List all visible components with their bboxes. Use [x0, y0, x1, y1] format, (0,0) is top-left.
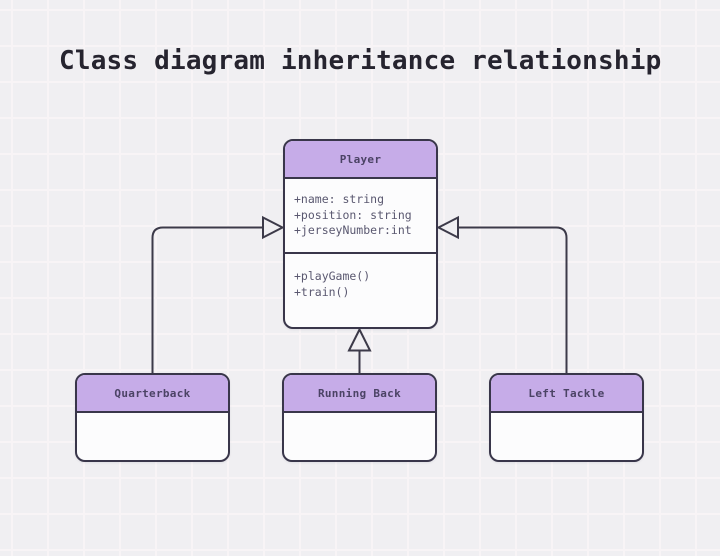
class-node-running-back-body: [284, 413, 435, 458]
class-node-left-tackle-header: Left Tackle: [491, 375, 642, 413]
class-node-player-attributes: +name: string +position: string +jerseyN…: [285, 179, 436, 254]
class-node-quarterback-header: Quarterback: [77, 375, 228, 413]
attribute-row: +position: string: [294, 207, 412, 222]
class-name-label: Running Back: [317, 386, 402, 400]
inheritance-line-left-tackle: [457, 226, 568, 374]
inheritance-arrowhead-running-back-icon: [347, 327, 372, 352]
inheritance-arrowhead-quarterback-icon: [262, 215, 285, 240]
class-node-player: Player +name: string +position: string +…: [283, 139, 438, 329]
attribute-row: +jerseyNumber:int: [294, 223, 412, 237]
inheritance-line-quarterback: [151, 226, 264, 374]
method-row: +playGame(): [294, 269, 371, 283]
class-name-label: Left Tackle: [528, 386, 605, 400]
class-node-running-back-header: Running Back: [284, 375, 435, 413]
class-name-label: Quarterback: [114, 386, 191, 400]
class-name-label: Player: [339, 152, 382, 166]
class-node-running-back: Running Back: [282, 373, 437, 462]
class-node-left-tackle-body: [491, 413, 642, 458]
class-node-player-methods: +playGame() +train(): [285, 254, 436, 300]
inheritance-arrowhead-left-tackle-icon: [436, 215, 459, 240]
class-node-player-header: Player: [285, 141, 436, 179]
class-node-left-tackle: Left Tackle: [489, 373, 644, 462]
class-node-quarterback-body: [77, 413, 228, 458]
diagram-title: Class diagram inheritance relationship: [59, 46, 662, 76]
class-node-quarterback: Quarterback: [75, 373, 230, 462]
method-row: +train(): [294, 284, 350, 299]
attribute-row: +name: string: [294, 192, 385, 206]
